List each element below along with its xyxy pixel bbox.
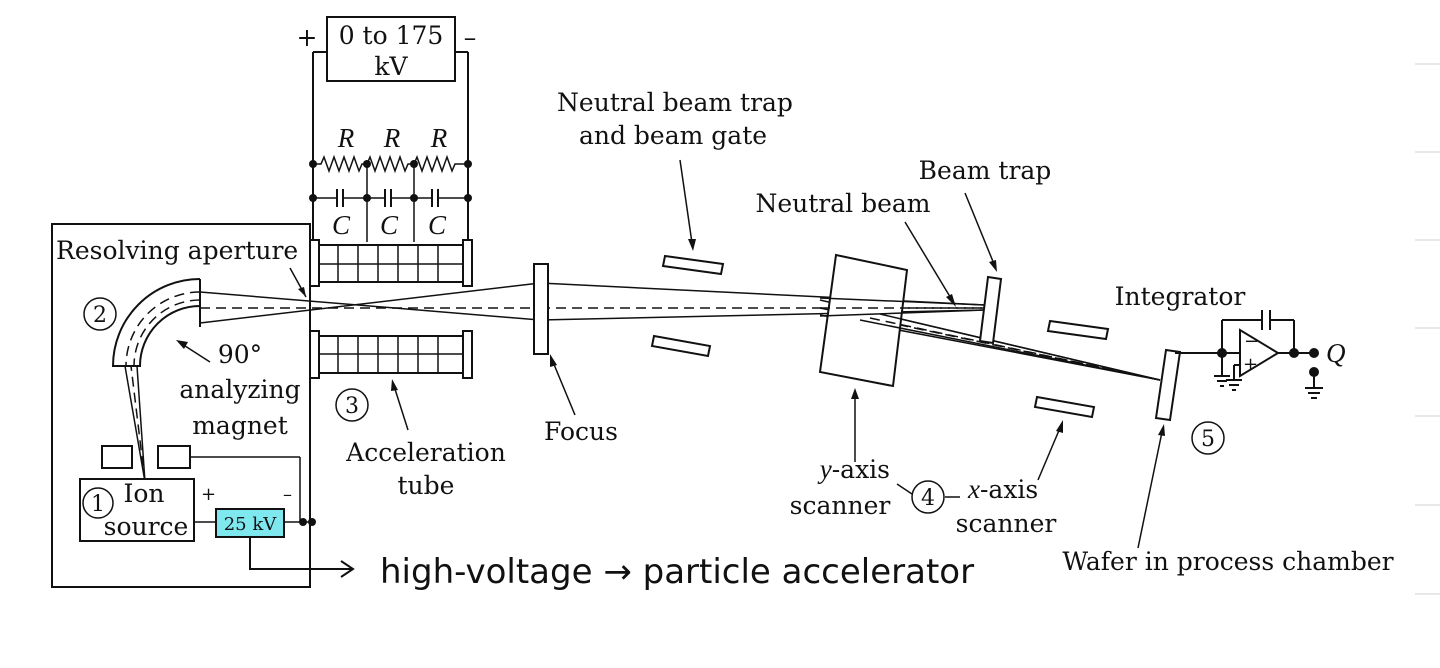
svg-text:5: 5 — [1201, 427, 1215, 452]
hv-supply-label-2: kV — [374, 52, 408, 81]
resistor-label-3: R — [430, 123, 448, 153]
magnet-label-1: 90° — [218, 340, 262, 369]
neutral-beam-trap-plates — [650, 254, 725, 358]
pointers — [176, 159, 1165, 549]
resistor-label-1: R — [337, 123, 355, 153]
source-plus: + — [201, 484, 216, 505]
svg-text:4: 4 — [921, 486, 935, 511]
source-minus: – — [283, 484, 292, 505]
focus-label: Focus — [544, 417, 618, 446]
marker-1: 1 — [82, 487, 114, 519]
capacitor-label-3: C — [428, 210, 447, 240]
annotation-text: high-voltage → particle accelerator — [380, 552, 974, 592]
marker-2: 2 — [83, 297, 117, 331]
svg-text:2: 2 — [93, 303, 107, 328]
margin-rules — [1415, 63, 1440, 595]
magnet-label-2: analyzing — [179, 375, 300, 404]
marker-4: 4 — [911, 480, 945, 514]
capacitor-label-1: C — [332, 210, 351, 240]
focus-lens — [533, 263, 549, 355]
neutral-beam-label: Neutral beam — [755, 189, 930, 218]
beam-trap — [978, 275, 1003, 345]
resolving-aperture-label: Resolving aperture — [56, 236, 298, 265]
svg-text:1: 1 — [91, 492, 105, 517]
resistor-chain: R R R — [309, 123, 472, 242]
charge-label: Q — [1326, 338, 1346, 368]
marker-3: 3 — [335, 388, 369, 422]
x-scanner-label-2: scanner — [956, 509, 1057, 538]
integrator-circuit: − + Q — [1175, 310, 1346, 399]
svg-text:3: 3 — [345, 394, 359, 419]
capacitor-chain: C C C — [309, 189, 472, 240]
x-scanner-label-1: x-axis — [967, 474, 1038, 504]
ion-source-label-2: source — [104, 512, 189, 541]
y-scanner-label-1: y-axis — [817, 454, 890, 484]
scanner-beam — [819, 297, 1161, 381]
analyzing-magnet — [111, 278, 201, 367]
capacitor-label-2: C — [380, 210, 399, 240]
x-axis-scanner-plates — [1033, 319, 1110, 419]
acceleration-tube-upper — [309, 239, 473, 287]
opamp-plus: + — [1243, 354, 1258, 375]
beam-trap-label: Beam trap — [919, 156, 1052, 185]
hv-supply-label-1: 0 to 175 — [339, 21, 444, 50]
ion-source-label-1: Ion — [123, 479, 164, 508]
source-enclosure — [51, 223, 311, 588]
accel-tube-label-2: tube — [398, 471, 455, 500]
marker-5: 5 — [1191, 421, 1225, 455]
magnet-label-3: magnet — [192, 411, 288, 440]
resolving-aperture-pointer — [289, 267, 307, 298]
resistor-label-2: R — [383, 123, 401, 153]
acceleration-tube-lower — [309, 330, 473, 379]
hv-plus: + — [297, 23, 318, 52]
opamp-minus: − — [1244, 331, 1259, 352]
hv-supply: 0 to 175 kV + – — [297, 16, 477, 242]
y-scanner-label-2: scanner — [790, 491, 891, 520]
neutral-trap-label-2: and beam gate — [579, 121, 767, 150]
wafer-label: Wafer in process chamber — [1062, 547, 1393, 576]
source-supply-label: 25 kV — [224, 514, 278, 535]
ion-source: Ion source + – — [79, 445, 316, 542]
hv-minus: – — [464, 23, 477, 52]
accel-tube-label-1: Acceleration — [345, 438, 506, 467]
neutral-trap-label-1: Neutral beam trap — [557, 88, 793, 117]
integrator-label: Integrator — [1115, 282, 1246, 311]
source-supply: 25 kV — [215, 508, 285, 538]
annotation-arrow — [249, 538, 355, 578]
main-beam — [199, 282, 1161, 381]
wafer — [1154, 348, 1182, 422]
